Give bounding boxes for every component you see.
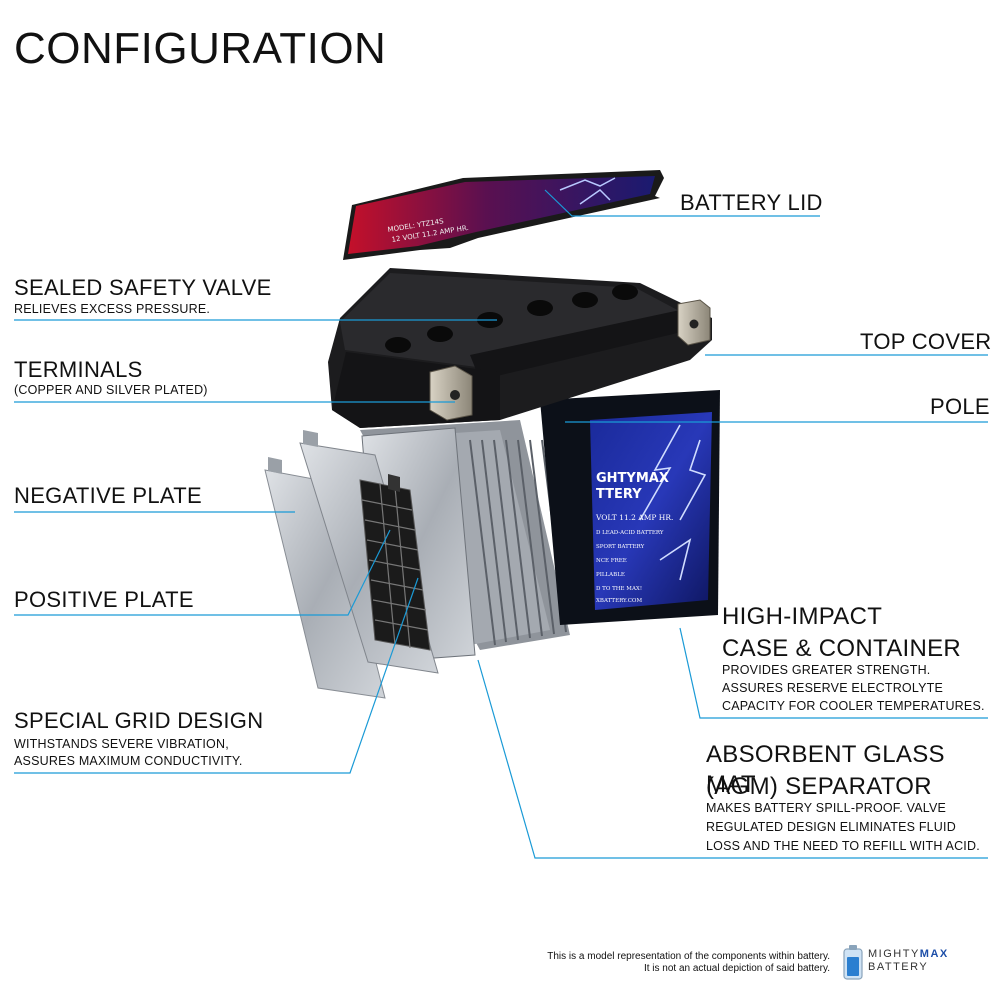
label-case-sub-3: CAPACITY FOR COOLER TEMPERATURES.: [722, 699, 985, 713]
label-grid-sub-1: WITHSTANDS SEVERE VIBRATION,: [14, 737, 229, 751]
disclaimer-line-2: It is not an actual depiction of said ba…: [643, 963, 830, 974]
page-title: CONFIGURATION: [14, 24, 387, 73]
label-terminals-sub: (COPPER AND SILVER PLATED): [14, 383, 208, 397]
case-spec-text: VOLT 11.2 AMP HR.: [595, 513, 673, 522]
label-pole: POLE: [930, 394, 990, 419]
case-brand-text: GHTYMAX: [596, 471, 669, 486]
case-line-2: SPORT BATTERY: [596, 544, 645, 550]
brand-logo-text: MIGHTYMAX BATTERY: [868, 948, 949, 974]
case-line-4: PILLABLE: [596, 572, 625, 578]
label-grid-sub-2: ASSURES MAXIMUM CONDUCTIVITY.: [14, 754, 243, 768]
label-positive-plate: POSITIVE PLATE: [14, 587, 194, 612]
label-case-sub-1: PROVIDES GREATER STRENGTH.: [722, 663, 931, 677]
logo-max: MAX: [919, 948, 949, 960]
label-special-grid-design: SPECIAL GRID DESIGN: [14, 708, 264, 733]
label-case-sub-2: ASSURES RESERVE ELECTROLYTE: [722, 681, 943, 695]
label-agm-sub-3: LOSS AND THE NEED TO REFILL WITH ACID.: [706, 839, 980, 853]
label-top-cover: TOP COVER: [860, 329, 992, 354]
case-line-5: D TO THE MAX!: [596, 586, 642, 592]
grid-plate-graphic: [359, 474, 431, 651]
battery-lid: MODEL: YTZ14S 12 VOLT 11.2 AMP HR.: [343, 170, 664, 260]
disclaimer: This is a model representation of the co…: [547, 951, 830, 975]
case-line-3: NCE FREE: [596, 558, 627, 564]
label-agm-line-1: ABSORBENT GLASS MAT: [706, 741, 945, 798]
label-sealed-safety-valve-sub: RELIEVES EXCESS PRESSURE.: [14, 302, 211, 316]
label-sealed-safety-valve: SEALED SAFETY VALVE: [14, 275, 272, 300]
label-case-line-2: CASE & CONTAINER: [722, 635, 962, 662]
disclaimer-line-1: This is a model representation of the co…: [547, 951, 830, 962]
battery-case: GHTYMAX TTERY VOLT 11.2 AMP HR. D LEAD-A…: [540, 390, 720, 625]
battery-logo-icon: [843, 945, 863, 980]
leader-lines: [14, 189, 988, 859]
logo-battery: BATTERY: [868, 961, 929, 973]
label-agm-sub-1: MAKES BATTERY SPILL-PROOF. VALVE: [706, 801, 947, 815]
case-line-6: XBATTERY.COM: [596, 598, 642, 604]
label-agm-sub-2: REGULATED DESIGN ELIMINATES FLUID: [706, 820, 956, 834]
label-agm-line-2: (AGM) SEPARATOR: [706, 773, 932, 800]
logo-mighty: MIGHTY: [868, 948, 920, 960]
label-battery-lid: BATTERY LID: [680, 190, 823, 215]
label-terminals: TERMINALS: [14, 357, 143, 382]
case-line-1: D LEAD-ACID BATTERY: [596, 530, 664, 536]
terminal-right: [677, 299, 711, 346]
case-brand-text-2: TTERY: [596, 487, 642, 502]
terminal-left: [429, 365, 473, 421]
label-case-line-1: HIGH-IMPACT: [722, 603, 883, 630]
label-negative-plate: NEGATIVE PLATE: [14, 483, 202, 508]
